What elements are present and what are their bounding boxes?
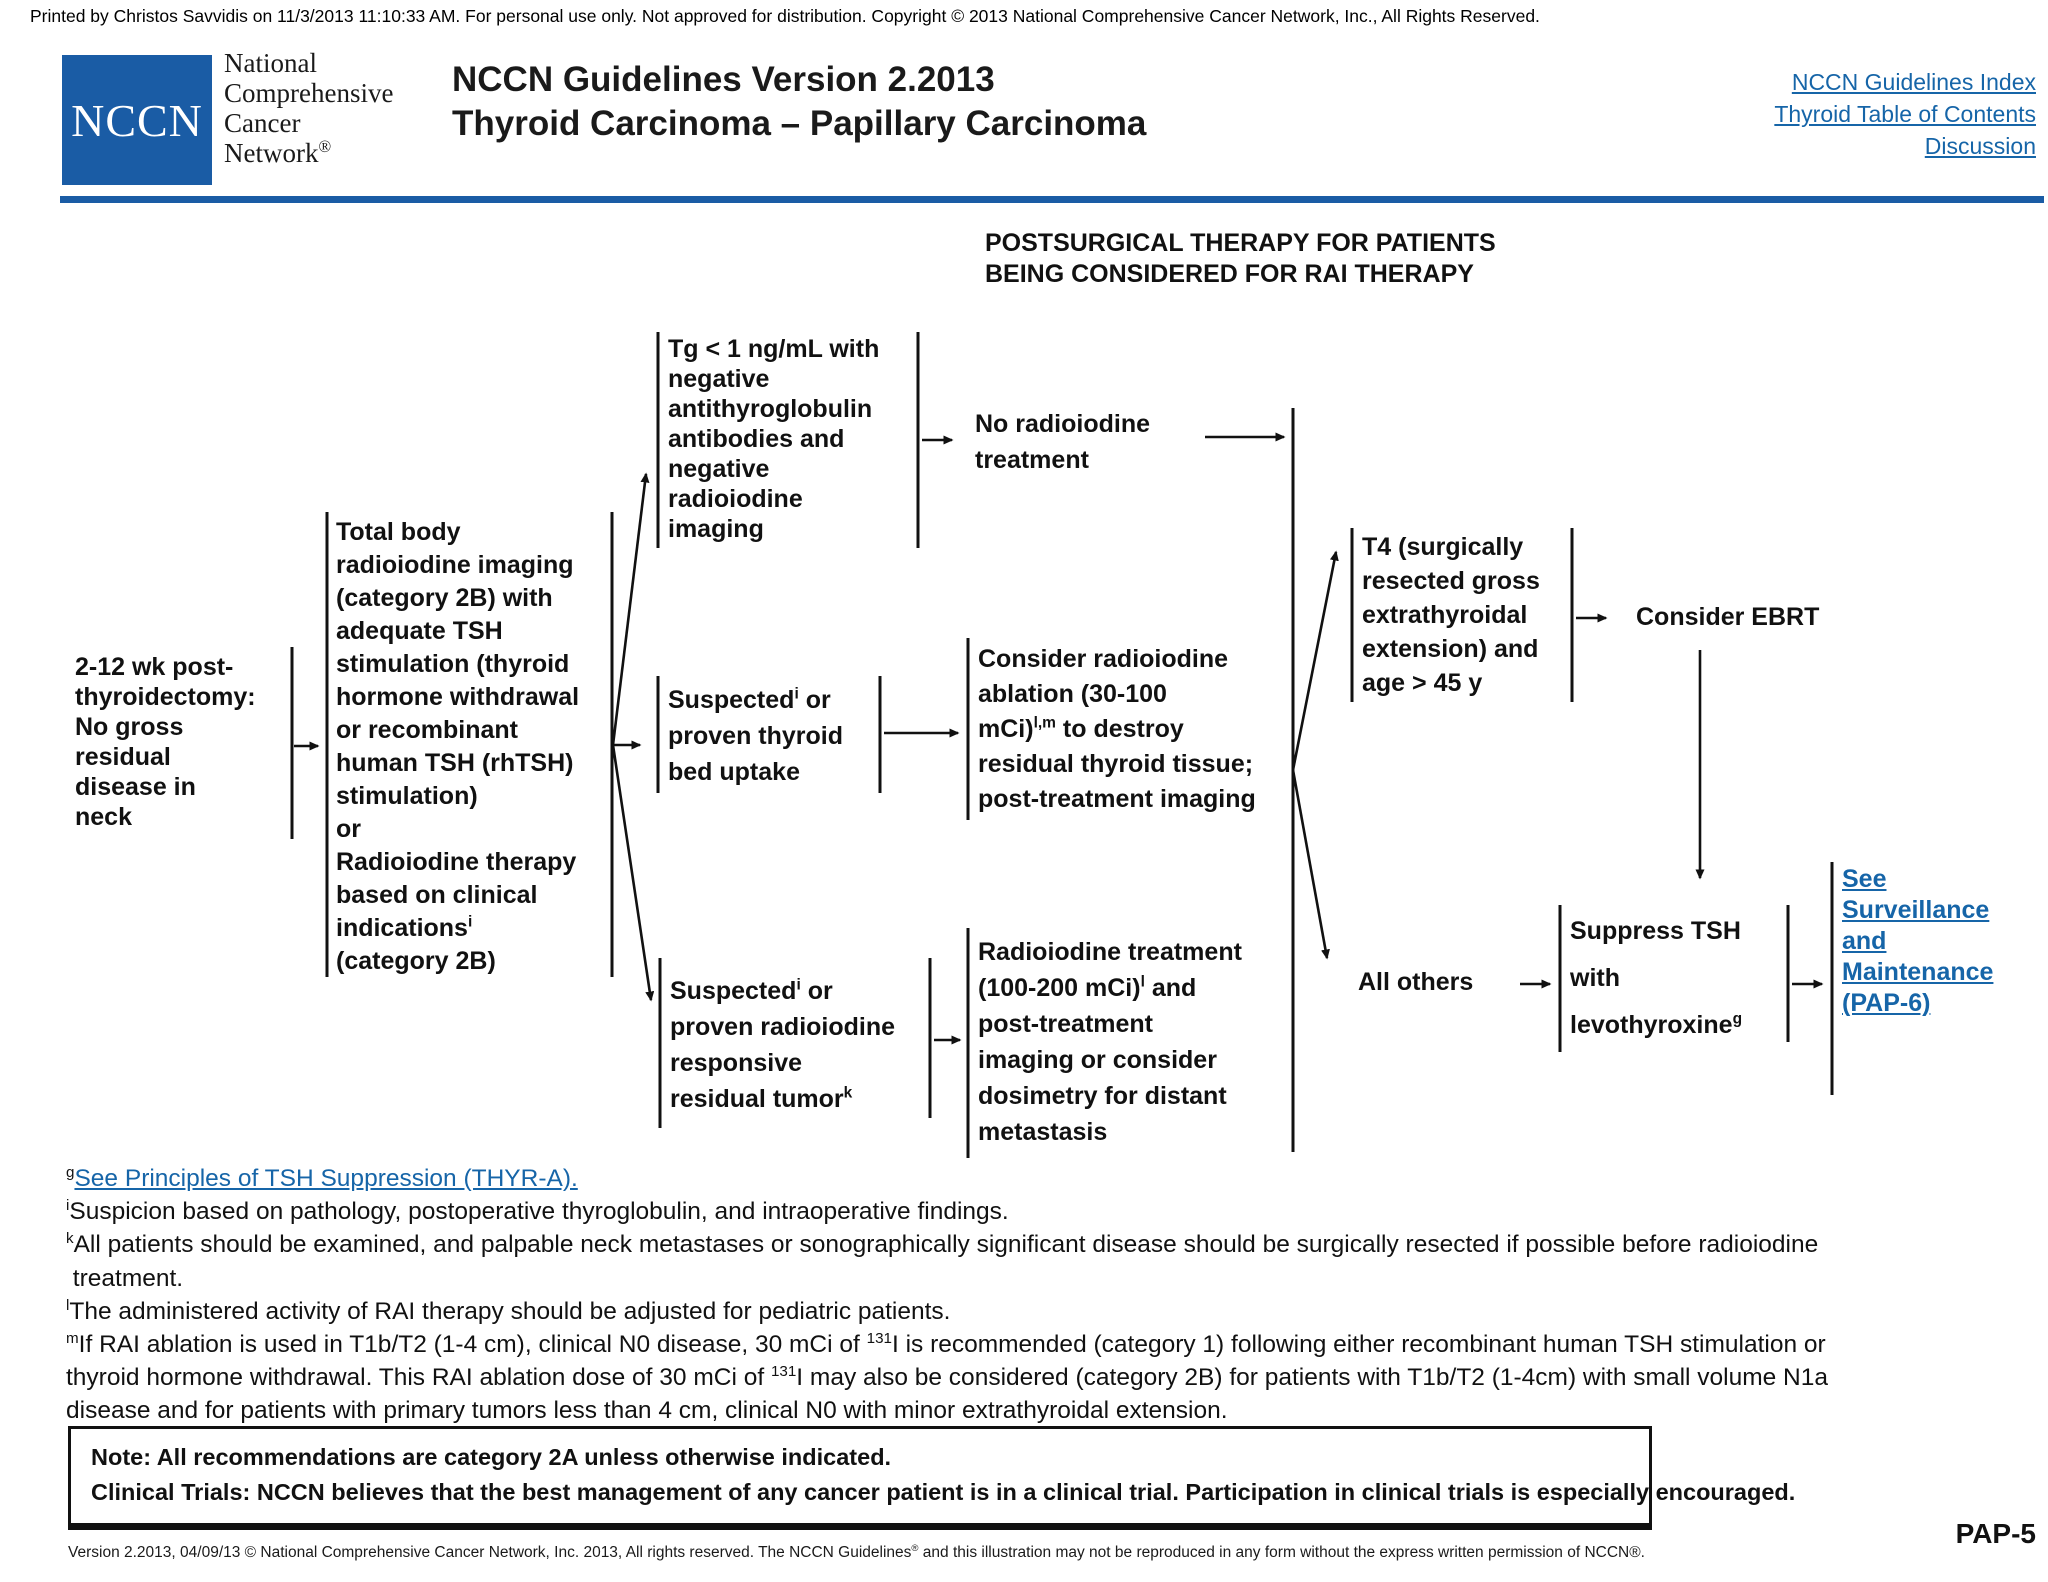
link-tsh-suppression-thyr-a[interactable]: See Principles of TSH Suppression (THYR-… — [74, 1165, 578, 1192]
nccn-logo: NCCN — [62, 55, 212, 185]
link-thyroid-table-of-contents[interactable]: Thyroid Table of Contents — [1774, 101, 2036, 127]
nccn-logo-text: NCCN — [71, 94, 203, 146]
header-divider — [60, 196, 2044, 203]
footnote-k: kAll patients should be examined, and pa… — [66, 1230, 1819, 1292]
page-title-version: NCCN Guidelines Version 2.2013 — [452, 60, 995, 99]
node-consider-ebrt: Consider EBRT — [1636, 603, 1820, 631]
node-all-others: All others — [1358, 968, 1474, 996]
footnote-g: gSee Principles of TSH Suppression (THYR… — [66, 1163, 578, 1192]
print-notice: Printed by Christos Savvidis on 11/3/201… — [30, 6, 1540, 26]
footer-copyright: Version 2.2013, 04/09/13 © National Comp… — [68, 1542, 1645, 1561]
link-discussion[interactable]: Discussion — [1924, 133, 2036, 159]
footnote-i: iSuspicion based on pathology, postopera… — [66, 1197, 1009, 1226]
footnotes: gSee Principles of TSH Suppression (THYR… — [66, 1162, 1828, 1428]
note-line: Note: All recommendations are category 2… — [91, 1444, 892, 1470]
page-title-disease: Thyroid Carcinoma – Papillary Carcinoma — [452, 104, 1147, 143]
footnote-m: mIf RAI ablation is used in T1b/T2 (1-4 … — [66, 1329, 1828, 1425]
note-box: Note: All recommendations are category 2… — [68, 1426, 1796, 1530]
link-nccn-guidelines-index[interactable]: NCCN Guidelines Index — [1791, 69, 2036, 95]
page-number: PAP-5 — [1955, 1518, 2036, 1549]
clinical-trials-line: Clinical Trials: NCCN believes that the … — [91, 1479, 1796, 1505]
footnote-l: lThe administered activity of RAI therap… — [66, 1296, 951, 1325]
header-links: NCCN Guidelines Index Thyroid Table of C… — [1200, 66, 2036, 162]
